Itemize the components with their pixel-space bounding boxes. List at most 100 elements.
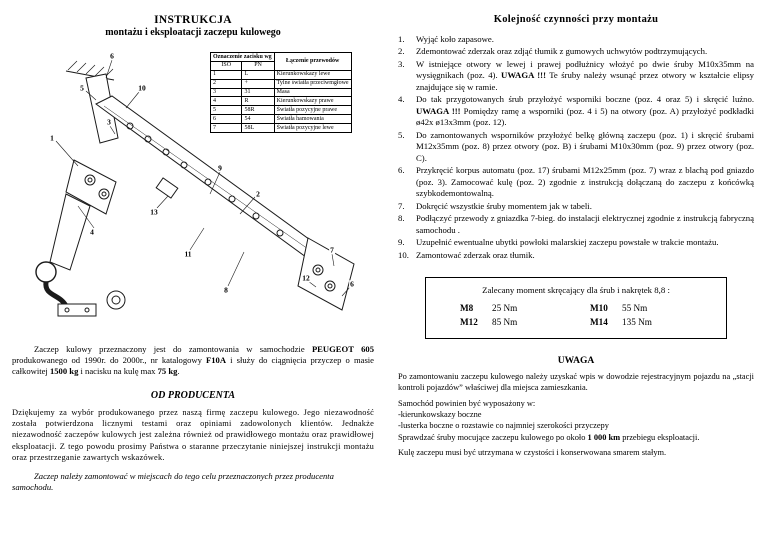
equipment-list: -kierunkowskazy boczne -lusterka boczne … xyxy=(398,409,754,432)
wiring-iso-cell: 4 xyxy=(209,96,243,107)
towbar-drawing-icon xyxy=(35,59,355,317)
step-number: 1. xyxy=(398,34,405,44)
torque-size: M14 xyxy=(590,317,608,327)
right-column: Kolejność czynności przy montażu 1. Wyją… xyxy=(398,14,754,458)
wiring-row: 6 54 Światła hamowania xyxy=(209,114,352,125)
wiring-header-iso: ISO xyxy=(209,60,243,71)
wiring-header-mark: Oznaczenie zacisku wg xyxy=(210,52,275,62)
wiring-pn-cell: 54 xyxy=(241,114,275,125)
wiring-pn-cell: 31 xyxy=(241,87,275,98)
wiring-row: 1 L Kierunkowskazy lewe xyxy=(209,69,352,80)
torque-row: M12 85 Nm M14 135 Nm xyxy=(434,316,718,330)
wiring-row: 7 58L Światła pozycyjne lewe xyxy=(209,123,352,134)
torque-table-title: Zalecany moment skręcający dla śrub i na… xyxy=(482,285,670,296)
step-text: Do tak przygotowanych śrub przyłożyć wsp… xyxy=(416,94,754,128)
wiring-row: 3 31 Masa xyxy=(209,87,352,98)
wiring-desc-cell: Kierunkowskazy lewe xyxy=(273,69,352,80)
wiring-table-body: 1 L Kierunkowskazy lewe 2 + Tylne światł… xyxy=(209,69,352,134)
diagram-callout-2: 2 xyxy=(255,189,261,199)
wiring-pn-cell: 58R xyxy=(241,105,275,116)
wiring-pn-cell: L xyxy=(241,69,275,80)
wiring-iso-cell: 7 xyxy=(209,123,243,134)
diagram-callout-3: 3 xyxy=(106,117,112,127)
assembly-step: 9. Uzupełnić ewentualne ubytki powłoki m… xyxy=(398,237,754,248)
left-subtitle: montażu i eksploatacji zaczepu kulowego xyxy=(105,27,281,38)
wiring-desc-cell: Światła pozycyjne lewe xyxy=(273,123,352,134)
torque-size: M10 xyxy=(590,303,608,314)
step-text: W istniejące otwory w lewej i prawej pod… xyxy=(416,58,754,92)
diagram-callout-12: 12 xyxy=(301,273,311,283)
wiring-desc-cell: Światła pozycyjne prawe xyxy=(273,105,352,116)
assembly-step: 1. Wyjąć koło zapasowe. xyxy=(398,34,754,45)
grease-note: Kulę zaczepu musi być utrzymana w czysto… xyxy=(398,448,667,458)
diagram-callout-8: 8 xyxy=(223,285,229,295)
step-number: 8. xyxy=(398,213,405,224)
equipment-item: -lusterka boczne o rozstawie co najmniej… xyxy=(398,421,609,431)
right-title: Kolejność czynności przy montażu xyxy=(493,14,659,25)
wiring-table: Oznaczenie zacisku wg Łączenie przewodów… xyxy=(209,52,352,134)
step-text: Podłączyć przewody z gniazdka 7-bieg. do… xyxy=(416,213,754,235)
wiring-iso-cell: 2 xyxy=(209,78,243,89)
uwaga-paragraph: Po zamontowaniu zaczepu kulowego należy … xyxy=(398,371,754,392)
equipment-intro: Samochód powinien być wyposażony w: xyxy=(398,398,536,408)
step-text: Przykręcić korpus automatu (poz. 17) śru… xyxy=(416,165,754,199)
wiring-iso-cell: 5 xyxy=(209,105,243,116)
step-number: 7. xyxy=(398,200,405,211)
wiring-pn-cell: + xyxy=(241,78,275,89)
step-text: Do zamontowanych wsporników przyłożyć be… xyxy=(416,129,754,163)
step-number: 4. xyxy=(398,94,405,105)
wiring-header-join: Łączenie przewodów xyxy=(273,52,352,71)
assembly-step: 2. Zdemontować zderzak oraz zdjąć tłumik… xyxy=(398,46,754,57)
wiring-row: 2 + Tylne światła przeciwmgłowe xyxy=(209,78,352,89)
torque-value: 25 Nm xyxy=(492,303,518,314)
wiring-desc-cell: Kierunkowskazy prawe xyxy=(273,96,352,107)
diagram-callout-10: 10 xyxy=(137,83,147,93)
wiring-desc-cell: Tylne światła przeciwmgłowe xyxy=(273,78,352,89)
torque-size: M8 xyxy=(460,303,474,314)
torque-table-rows: M8 25 Nm M10 55 Nm M12 85 Nm M14 135 Nm xyxy=(434,302,718,330)
diagram-callout-1: 1 xyxy=(49,133,55,143)
step-text: Dokręcić wszystkie śruby momentem jak w … xyxy=(416,200,592,211)
torque-value: 85 Nm xyxy=(492,317,518,327)
wiring-header-pn: PN xyxy=(241,60,275,71)
step-text: Wyjąć koło zapasowe. xyxy=(416,34,494,44)
intro-paragraph: Zaczep kulowy przeznaczony jest do zamon… xyxy=(12,344,374,377)
assembly-steps: 1. Wyjąć koło zapasowe. 2. Zdemontować z… xyxy=(398,34,754,261)
diagram-callout-7: 7 xyxy=(329,245,335,255)
wiring-desc-cell: Masa xyxy=(273,87,352,98)
step-number: 3. xyxy=(398,58,405,69)
left-column: INSTRUKCJA montażu i eksploatacji zaczep… xyxy=(12,14,374,494)
torque-value: 135 Nm xyxy=(622,317,652,327)
diagram-callout-4: 4 xyxy=(89,227,95,237)
wiring-pn-cell: 58L xyxy=(241,123,275,134)
diagram-callout-9: 9 xyxy=(217,163,223,173)
assembly-step: 7. Dokręcić wszystkie śruby momentem jak… xyxy=(398,201,754,212)
wiring-desc-cell: Światła hamowania xyxy=(273,114,352,125)
assembly-step: 5. Do zamontowanych wsporników przyłożyć… xyxy=(398,130,754,164)
assembly-step: 4. Do tak przygotowanych śrub przyłożyć … xyxy=(398,94,754,128)
step-number: 10. xyxy=(398,249,409,260)
step-text: Zdemontować zderzak oraz zdjąć tłumik z … xyxy=(416,46,708,57)
equipment-item: -kierunkowskazy boczne xyxy=(398,409,482,419)
diagram-callout-6: 6 xyxy=(109,51,115,61)
step-number: 2. xyxy=(398,46,405,57)
step-number: 9. xyxy=(398,237,405,248)
torque-row: M8 25 Nm M10 55 Nm xyxy=(434,302,718,316)
assembly-step: 10. Zamontować zderzak oraz tłumik. xyxy=(398,250,754,261)
step-number: 5. xyxy=(398,129,405,140)
step-text: Uzupełnić ewentualne ubytki powłoki mala… xyxy=(416,237,719,248)
torque-size: M12 xyxy=(460,317,478,327)
torque-table: Zalecany moment skręcający dla śrub i na… xyxy=(425,277,727,339)
check-note: Sprawdzać śruby mocujące zaczepu kuloweg… xyxy=(398,432,700,442)
producer-note: Zaczep należy zamontować w miejscach do … xyxy=(12,471,334,493)
diagram-callout-6: 6 xyxy=(349,279,355,289)
left-title: INSTRUKCJA xyxy=(154,14,232,26)
wiring-row: 4 R Kierunkowskazy prawe xyxy=(209,96,352,107)
assembly-step: 6. Przykręcić korpus automatu (poz. 17) … xyxy=(398,165,754,199)
assembly-step: 8. Podłączyć przewody z gniazdka 7-bieg.… xyxy=(398,213,754,236)
wiring-pn-cell: R xyxy=(241,96,275,107)
diagram-callout-5: 5 xyxy=(79,83,85,93)
wiring-iso-cell: 1 xyxy=(209,69,243,80)
